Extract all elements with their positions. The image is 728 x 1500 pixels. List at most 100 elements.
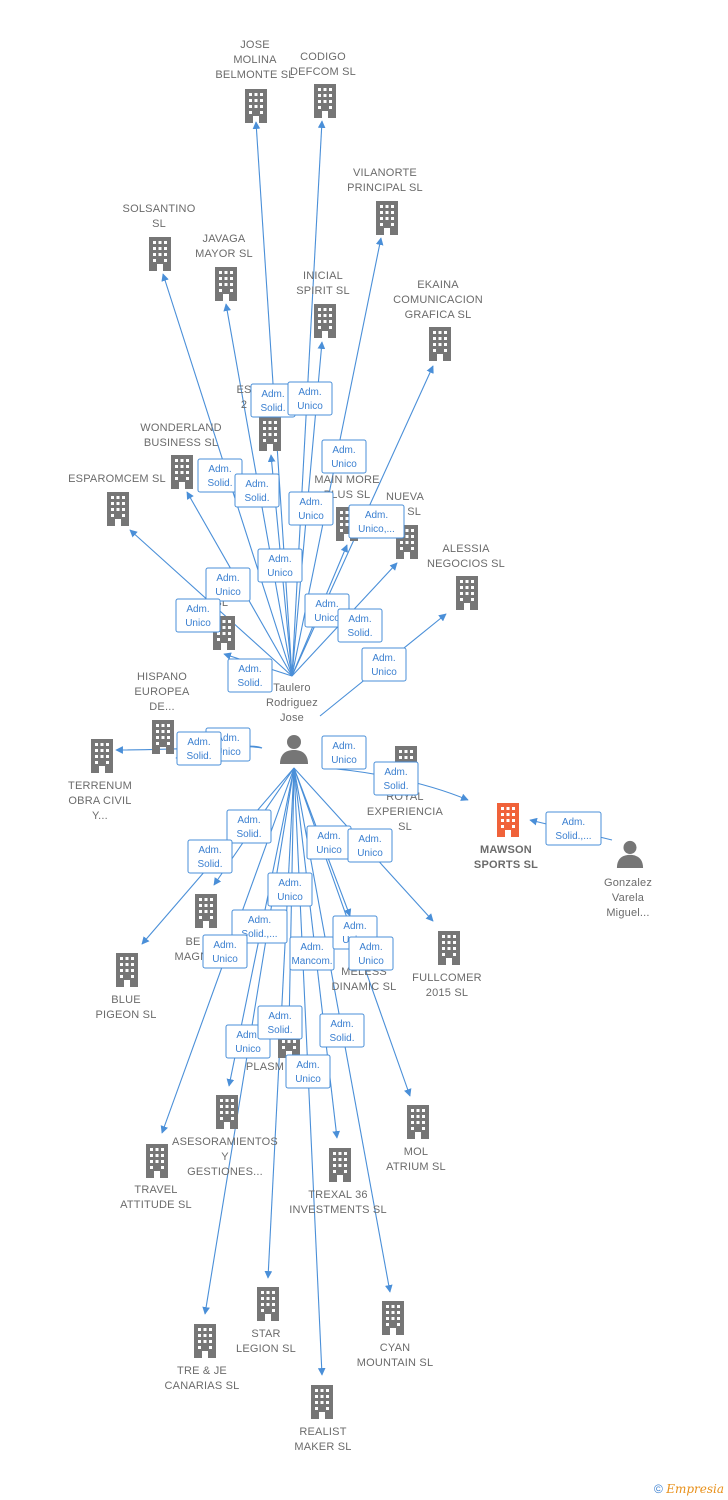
relation-label[interactable]: Adm.Unico <box>267 872 313 907</box>
company-label-ekaina[interactable]: COMUNICACION <box>393 294 483 306</box>
relation-label[interactable]: Adm.Unico <box>175 598 221 633</box>
company-label-alessia[interactable]: NEGOCIOS SL <box>427 558 505 570</box>
other-person-name[interactable]: Gonzalez <box>604 877 652 889</box>
company-label-es2[interactable]: 2 <box>241 399 247 411</box>
relation-label[interactable]: Adm.Unico <box>205 567 251 602</box>
company-label-star_legion[interactable]: STAR <box>251 1328 280 1340</box>
relation-label[interactable]: Adm.Unico <box>202 934 248 969</box>
building-icon[interactable] <box>107 492 129 526</box>
company-label-bemagni[interactable]: MAGNI <box>174 951 211 963</box>
building-icon[interactable] <box>215 267 237 301</box>
company-label-wonderland[interactable]: BUSINESS SL <box>144 437 218 449</box>
company-label-main_more[interactable]: MAIN MORE <box>314 474 379 486</box>
company-label-esparomcem[interactable]: ESPAROMCEM SL <box>68 473 166 485</box>
relation-label[interactable]: Adm.Solid. <box>250 383 296 418</box>
company-label-hispano[interactable]: DE... <box>149 701 174 713</box>
building-icon[interactable] <box>407 1105 429 1139</box>
company-label-vilanorte[interactable]: PRINCIPAL SL <box>347 182 423 194</box>
relation-label[interactable]: Adm.Unico <box>306 825 352 860</box>
relation-label[interactable]: Adm.Unico <box>285 1054 331 1089</box>
company-label-terrenum[interactable]: Y... <box>92 810 108 822</box>
company-label-star_legion[interactable]: LEGION SL <box>236 1343 296 1355</box>
company-label-ekaina[interactable]: GRAFICA SL <box>405 309 472 321</box>
building-icon[interactable] <box>429 327 451 361</box>
company-label-javaga[interactable]: MAYOR SL <box>195 248 253 260</box>
relation-label[interactable]: Adm.Solid. <box>197 458 243 493</box>
company-label-trexal[interactable]: TREXAL 36 <box>308 1189 367 1201</box>
center-person-name[interactable]: Taulero <box>273 682 310 694</box>
company-label-royal[interactable]: EXPERIENCIA <box>367 806 444 818</box>
company-label-fullcomer[interactable]: 2015 SL <box>426 987 468 999</box>
relation-label[interactable]: Adm.Unico,... <box>348 504 405 539</box>
company-label-asesoramientos[interactable]: Y <box>221 1151 229 1163</box>
relation-label[interactable]: Adm.Unico <box>347 828 393 863</box>
company-label-asesoramientos[interactable]: ASESORAMIENTOS <box>172 1136 278 1148</box>
company-label-timeless[interactable]: DINAMIC SL <box>332 981 397 993</box>
company-label-mol_atrium[interactable]: ATRIUM SL <box>386 1161 446 1173</box>
company-label-mawson[interactable]: MAWSON <box>480 844 532 856</box>
company-label-asesoramientos[interactable]: GESTIONES... <box>187 1166 263 1178</box>
building-icon[interactable] <box>257 1287 279 1321</box>
other-person-icon[interactable] <box>616 840 644 868</box>
company-label-jose_molina[interactable]: MOLINA <box>233 54 277 66</box>
company-label-royal[interactable]: SL <box>398 821 412 833</box>
relation-label[interactable]: Adm.Solid. <box>337 608 383 643</box>
center-person-icon[interactable] <box>280 735 308 764</box>
company-label-ekaina[interactable]: EKAINA <box>417 279 459 291</box>
building-icon[interactable] <box>116 953 138 987</box>
company-label-terrenum[interactable]: OBRA CIVIL <box>68 795 131 807</box>
building-icon[interactable] <box>376 201 398 235</box>
building-icon[interactable] <box>329 1148 351 1182</box>
company-label-jose_molina[interactable]: JOSE <box>240 39 270 51</box>
building-icon[interactable] <box>311 1385 333 1419</box>
company-label-inicial_spirit[interactable]: SPIRIT SL <box>296 285 350 297</box>
company-label-blue_pigeon[interactable]: PIGEON SL <box>95 1009 156 1021</box>
building-icon[interactable] <box>194 1324 216 1358</box>
building-icon[interactable] <box>314 84 336 118</box>
building-icon[interactable] <box>438 931 460 965</box>
company-label-solsantino[interactable]: SL <box>152 218 166 230</box>
relation-label[interactable]: Adm.Solid. <box>234 473 280 508</box>
relation-label[interactable]: Adm.Unico <box>361 647 407 682</box>
company-label-es2[interactable]: ES <box>236 384 251 396</box>
company-label-travel[interactable]: ATTITUDE SL <box>120 1199 192 1211</box>
building-icon[interactable] <box>456 576 478 610</box>
company-label-cyan[interactable]: CYAN <box>380 1342 411 1354</box>
company-label-hispano[interactable]: EUROPEA <box>134 686 190 698</box>
building-icon[interactable] <box>171 455 193 489</box>
relation-label[interactable]: Adm.Unico <box>321 439 367 474</box>
other-person-name[interactable]: Miguel... <box>606 907 649 919</box>
company-label-inicial_spirit[interactable]: INICIAL <box>303 270 343 282</box>
company-label-alessia[interactable]: ALESSIA <box>442 543 490 555</box>
company-label-plasm[interactable]: PLASM <box>246 1061 284 1073</box>
relation-label[interactable]: Adm.Unico <box>348 936 394 971</box>
relation-label[interactable]: Adm.Solid. <box>187 839 233 874</box>
building-icon[interactable] <box>382 1301 404 1335</box>
company-label-mawson[interactable]: SPORTS SL <box>474 859 538 871</box>
building-icon[interactable] <box>195 894 217 928</box>
company-label-cyan[interactable]: MOUNTAIN SL <box>357 1357 434 1369</box>
company-label-codigo_defcom[interactable]: CODIGO <box>300 51 346 63</box>
relation-label[interactable]: Adm.Solid. <box>257 1005 303 1040</box>
company-label-javaga[interactable]: JAVAGA <box>203 233 246 245</box>
company-label-jose_molina[interactable]: BELMONTE SL <box>215 69 294 81</box>
relation-label[interactable]: Adm.Solid.,... <box>545 811 602 846</box>
company-label-tre_je[interactable]: TRE & JE <box>177 1365 227 1377</box>
company-label-realist[interactable]: MAKER SL <box>294 1441 351 1453</box>
company-label-bemagni[interactable]: BE <box>185 936 200 948</box>
building-icon[interactable] <box>216 1095 238 1129</box>
other-person-name[interactable]: Varela <box>612 892 645 904</box>
company-label-realist[interactable]: REALIST <box>299 1426 346 1438</box>
footer-brand[interactable]: © Empresia <box>654 1482 724 1496</box>
relation-label[interactable]: Adm.Unico <box>287 381 333 416</box>
building-icon[interactable] <box>146 1144 168 1178</box>
company-label-main_more[interactable]: PLUS SL <box>324 489 371 501</box>
relation-label[interactable]: Adm.Solid. <box>319 1013 365 1048</box>
company-label-codigo_defcom[interactable]: DEFCOM SL <box>290 66 356 78</box>
company-label-solsantino[interactable]: SOLSANTINO <box>123 203 196 215</box>
building-icon[interactable] <box>245 89 267 123</box>
relation-label[interactable]: Adm.Solid. <box>373 761 419 796</box>
relation-label[interactable]: Adm.Solid. <box>226 809 272 844</box>
relation-label[interactable]: Adm.Unico <box>257 548 303 583</box>
building-icon[interactable] <box>259 417 281 451</box>
